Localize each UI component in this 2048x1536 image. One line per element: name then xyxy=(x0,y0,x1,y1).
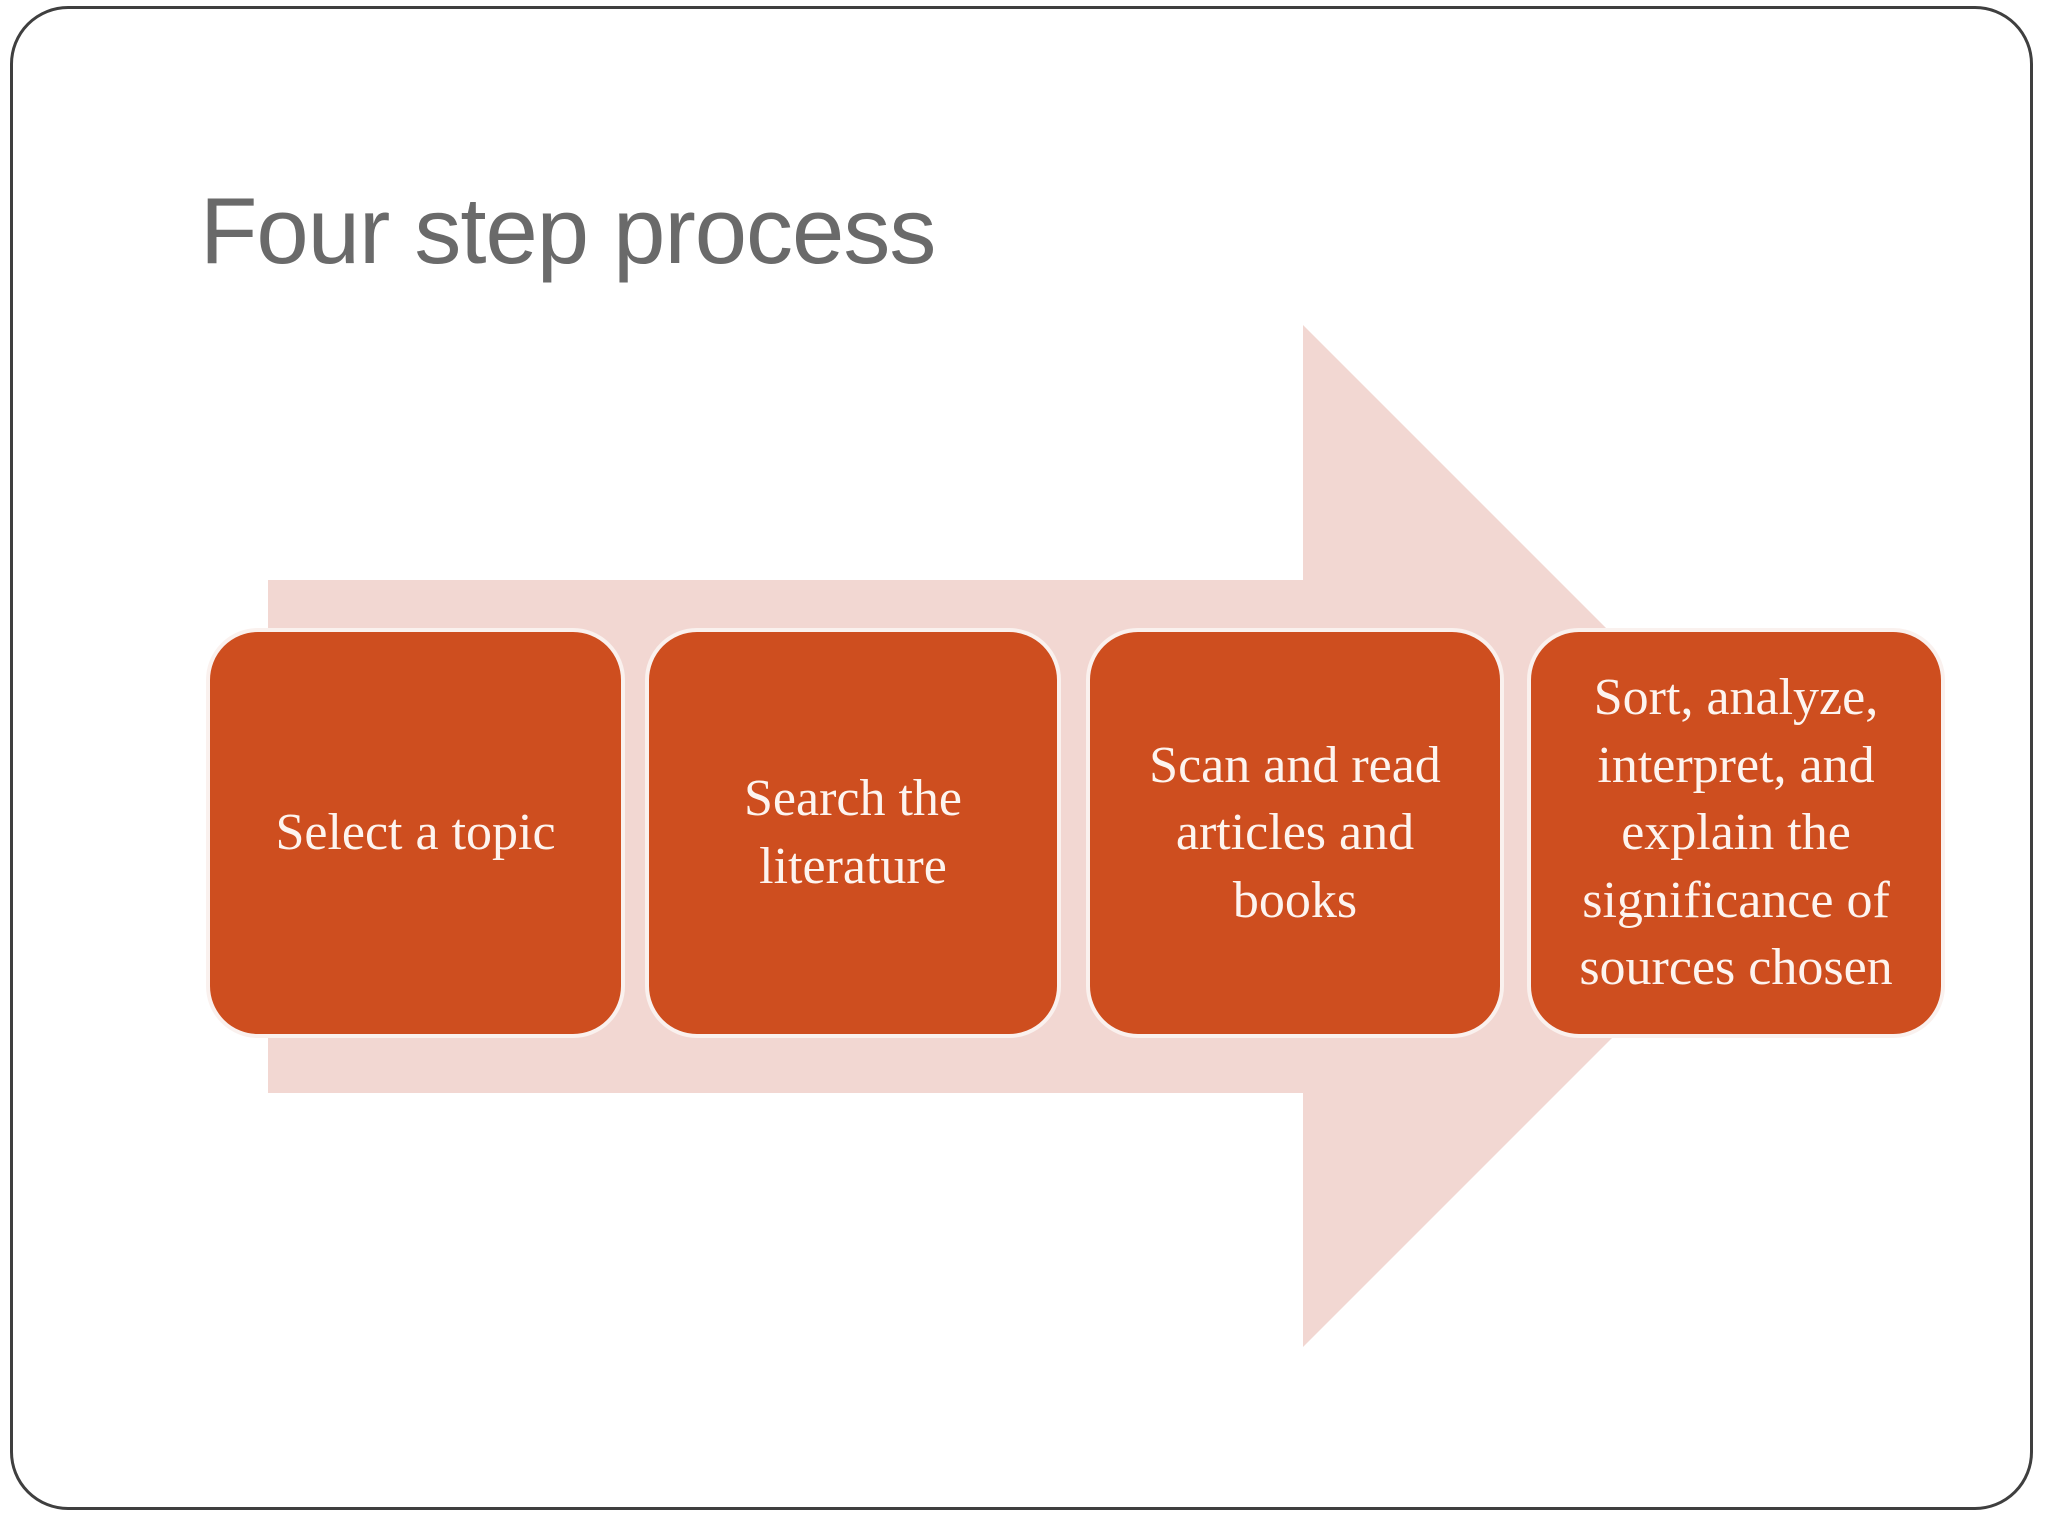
process-step-2: Search the literature xyxy=(645,628,1061,1038)
process-step-3-label: Scan and read articles and books xyxy=(1149,736,1441,929)
process-step-3: Scan and read articles and books xyxy=(1086,628,1504,1038)
process-step-2-label: Search the literature xyxy=(743,770,962,895)
process-step-1-label: Select a topic xyxy=(275,804,556,862)
process-step-4-label: Sort, analyze, interpret, and explain th… xyxy=(1579,669,1893,997)
slide-title: Four step process xyxy=(200,178,936,283)
process-step-1: Select a topic xyxy=(206,628,625,1038)
process-step-4: Sort, analyze, interpret, and explain th… xyxy=(1527,628,1945,1038)
